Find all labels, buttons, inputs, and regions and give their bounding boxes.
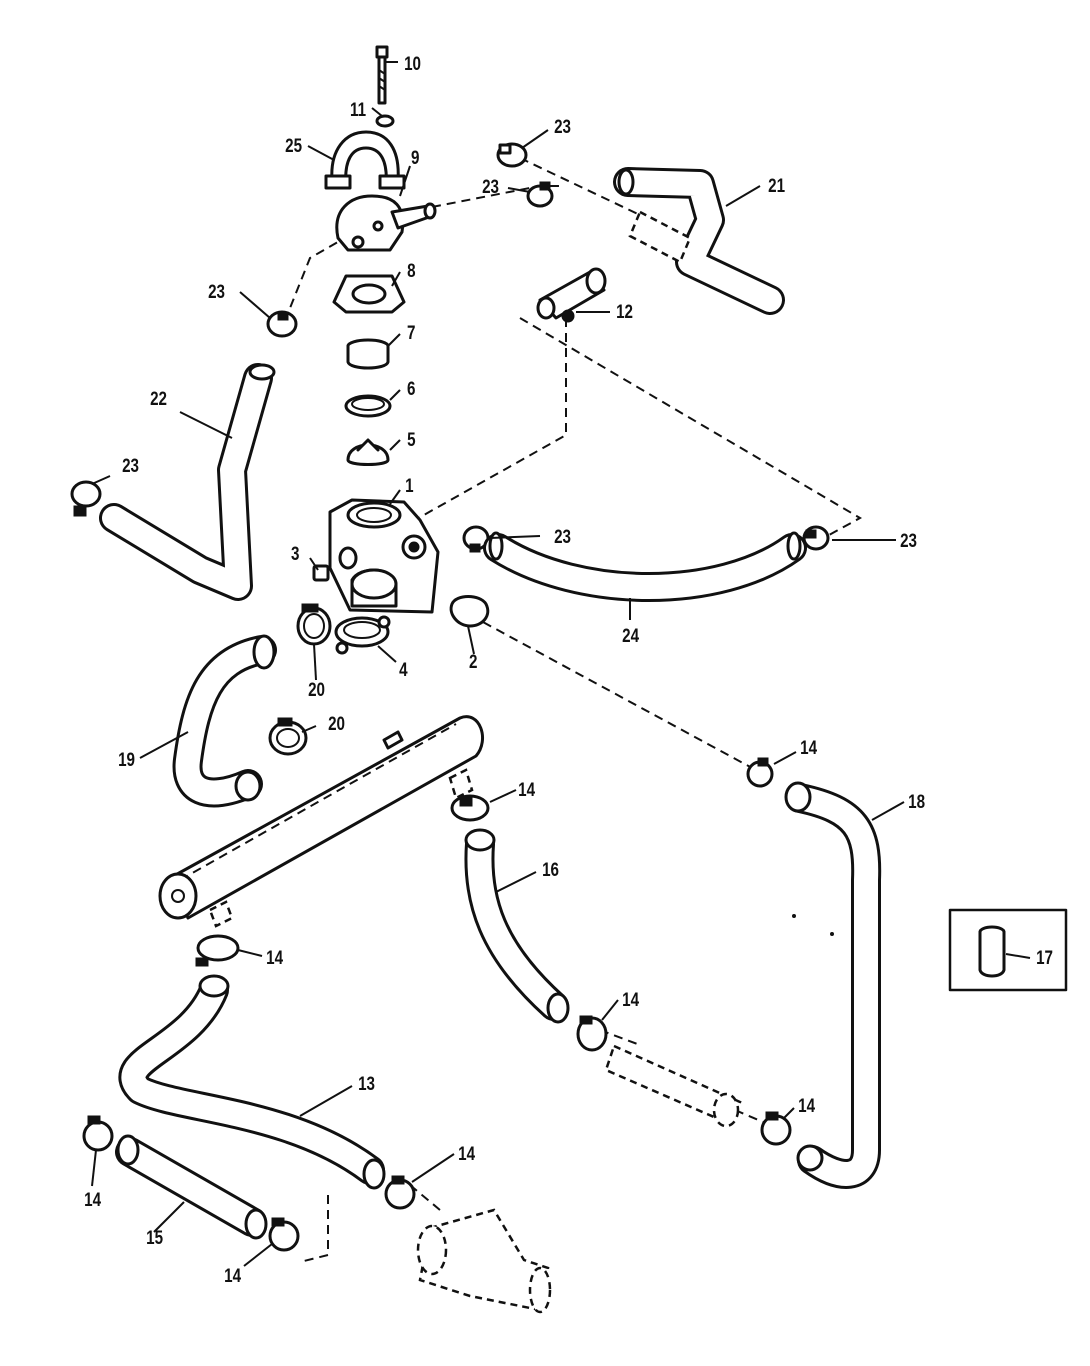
- hose-19: [172, 634, 277, 808]
- callout-1: 1: [405, 474, 414, 496]
- clamp-14h: [268, 1217, 300, 1252]
- callout-19: 19: [118, 748, 135, 770]
- bolt-10: [375, 45, 389, 105]
- clamp-14b: [450, 794, 490, 822]
- clamps-14: [82, 757, 792, 1252]
- callout-14: 14: [518, 778, 535, 800]
- seal-ring-6: [344, 394, 392, 418]
- clamps-23: [70, 142, 830, 553]
- callout-23: 23: [900, 529, 917, 551]
- pipe-22: [99, 363, 276, 601]
- clamp-14d: [576, 1015, 608, 1052]
- pipe-21: [613, 167, 785, 315]
- callout-14: 14: [798, 1094, 815, 1116]
- hose-13: [118, 974, 386, 1190]
- callout-23: 23: [482, 175, 499, 197]
- gasket-8: [332, 274, 406, 314]
- callout-23: 23: [554, 525, 571, 547]
- callout-7: 7: [407, 321, 415, 343]
- callout-23: 23: [208, 280, 225, 302]
- callout-14: 14: [800, 736, 817, 758]
- callout-18: 18: [908, 790, 925, 812]
- callout-9: 9: [411, 146, 419, 168]
- callout-5: 5: [407, 428, 416, 450]
- bracket-25: [324, 130, 406, 190]
- plug-2: [449, 595, 490, 628]
- callout-17: 17: [1036, 946, 1053, 968]
- callout-10: 10: [404, 52, 421, 74]
- clamp-23c: [266, 310, 298, 338]
- gasket-4: [334, 615, 391, 655]
- sleeve-17-box: [948, 908, 1068, 992]
- callout-12: 12: [616, 300, 633, 322]
- callout-14: 14: [266, 946, 283, 968]
- hose-16: [464, 828, 570, 1024]
- callout-15: 15: [146, 1226, 163, 1248]
- thermostat-housing-9: [335, 194, 437, 252]
- callout-14: 14: [458, 1142, 475, 1164]
- clamp-23b: [526, 181, 554, 208]
- washer-11: [375, 114, 395, 128]
- housing-1: [328, 498, 440, 614]
- clamp-20b: [268, 717, 308, 756]
- clamp-23f: [802, 525, 830, 551]
- thermostat-5: [346, 438, 390, 466]
- leader-lines: [91, 61, 1031, 1267]
- clamp-14f: [384, 1175, 416, 1210]
- callout-4: 4: [399, 658, 408, 680]
- callout-20: 20: [328, 712, 345, 734]
- callout-22: 22: [150, 387, 167, 409]
- clamp-23a: [496, 142, 528, 168]
- water-pump: [416, 1208, 552, 1314]
- callout-20: 20: [308, 678, 325, 700]
- clamp-23e: [462, 525, 490, 553]
- stray-marks: [792, 914, 834, 936]
- callout-13: 13: [358, 1072, 375, 1094]
- callout-3: 3: [291, 542, 299, 564]
- clamp-14e: [760, 1111, 792, 1146]
- clamp-14c: [195, 934, 240, 967]
- callout-6: 6: [407, 377, 415, 399]
- clamp-20a: [296, 603, 332, 646]
- callout-14: 14: [622, 988, 639, 1010]
- clamp-14a: [746, 757, 774, 788]
- callout-2: 2: [469, 650, 477, 672]
- sleeve-7: [346, 338, 390, 370]
- callout-14: 14: [84, 1188, 101, 1210]
- hose-18: [784, 781, 882, 1189]
- callout-24: 24: [622, 624, 639, 646]
- hose-24: [483, 531, 807, 602]
- clamp-14g: [82, 1115, 114, 1152]
- callout-14: 14: [224, 1264, 241, 1286]
- callout-16: 16: [542, 858, 559, 880]
- dashed-connector: [604, 1044, 742, 1128]
- callout-21: 21: [768, 174, 785, 196]
- fitting-12: [536, 267, 607, 323]
- callout-labels: 10 11 25 9 23 23 21 8 23 12 7 6 22 5 23 …: [84, 52, 1053, 1286]
- heat-exchanger: [158, 715, 485, 928]
- callout-11: 11: [350, 98, 366, 120]
- clamp-23d: [70, 480, 102, 517]
- hose-15: [115, 1134, 268, 1240]
- callout-25: 25: [285, 134, 302, 156]
- connection-lines: [285, 157, 863, 1263]
- callout-8: 8: [407, 259, 416, 281]
- callout-23: 23: [554, 115, 571, 137]
- callout-23: 23: [122, 454, 139, 476]
